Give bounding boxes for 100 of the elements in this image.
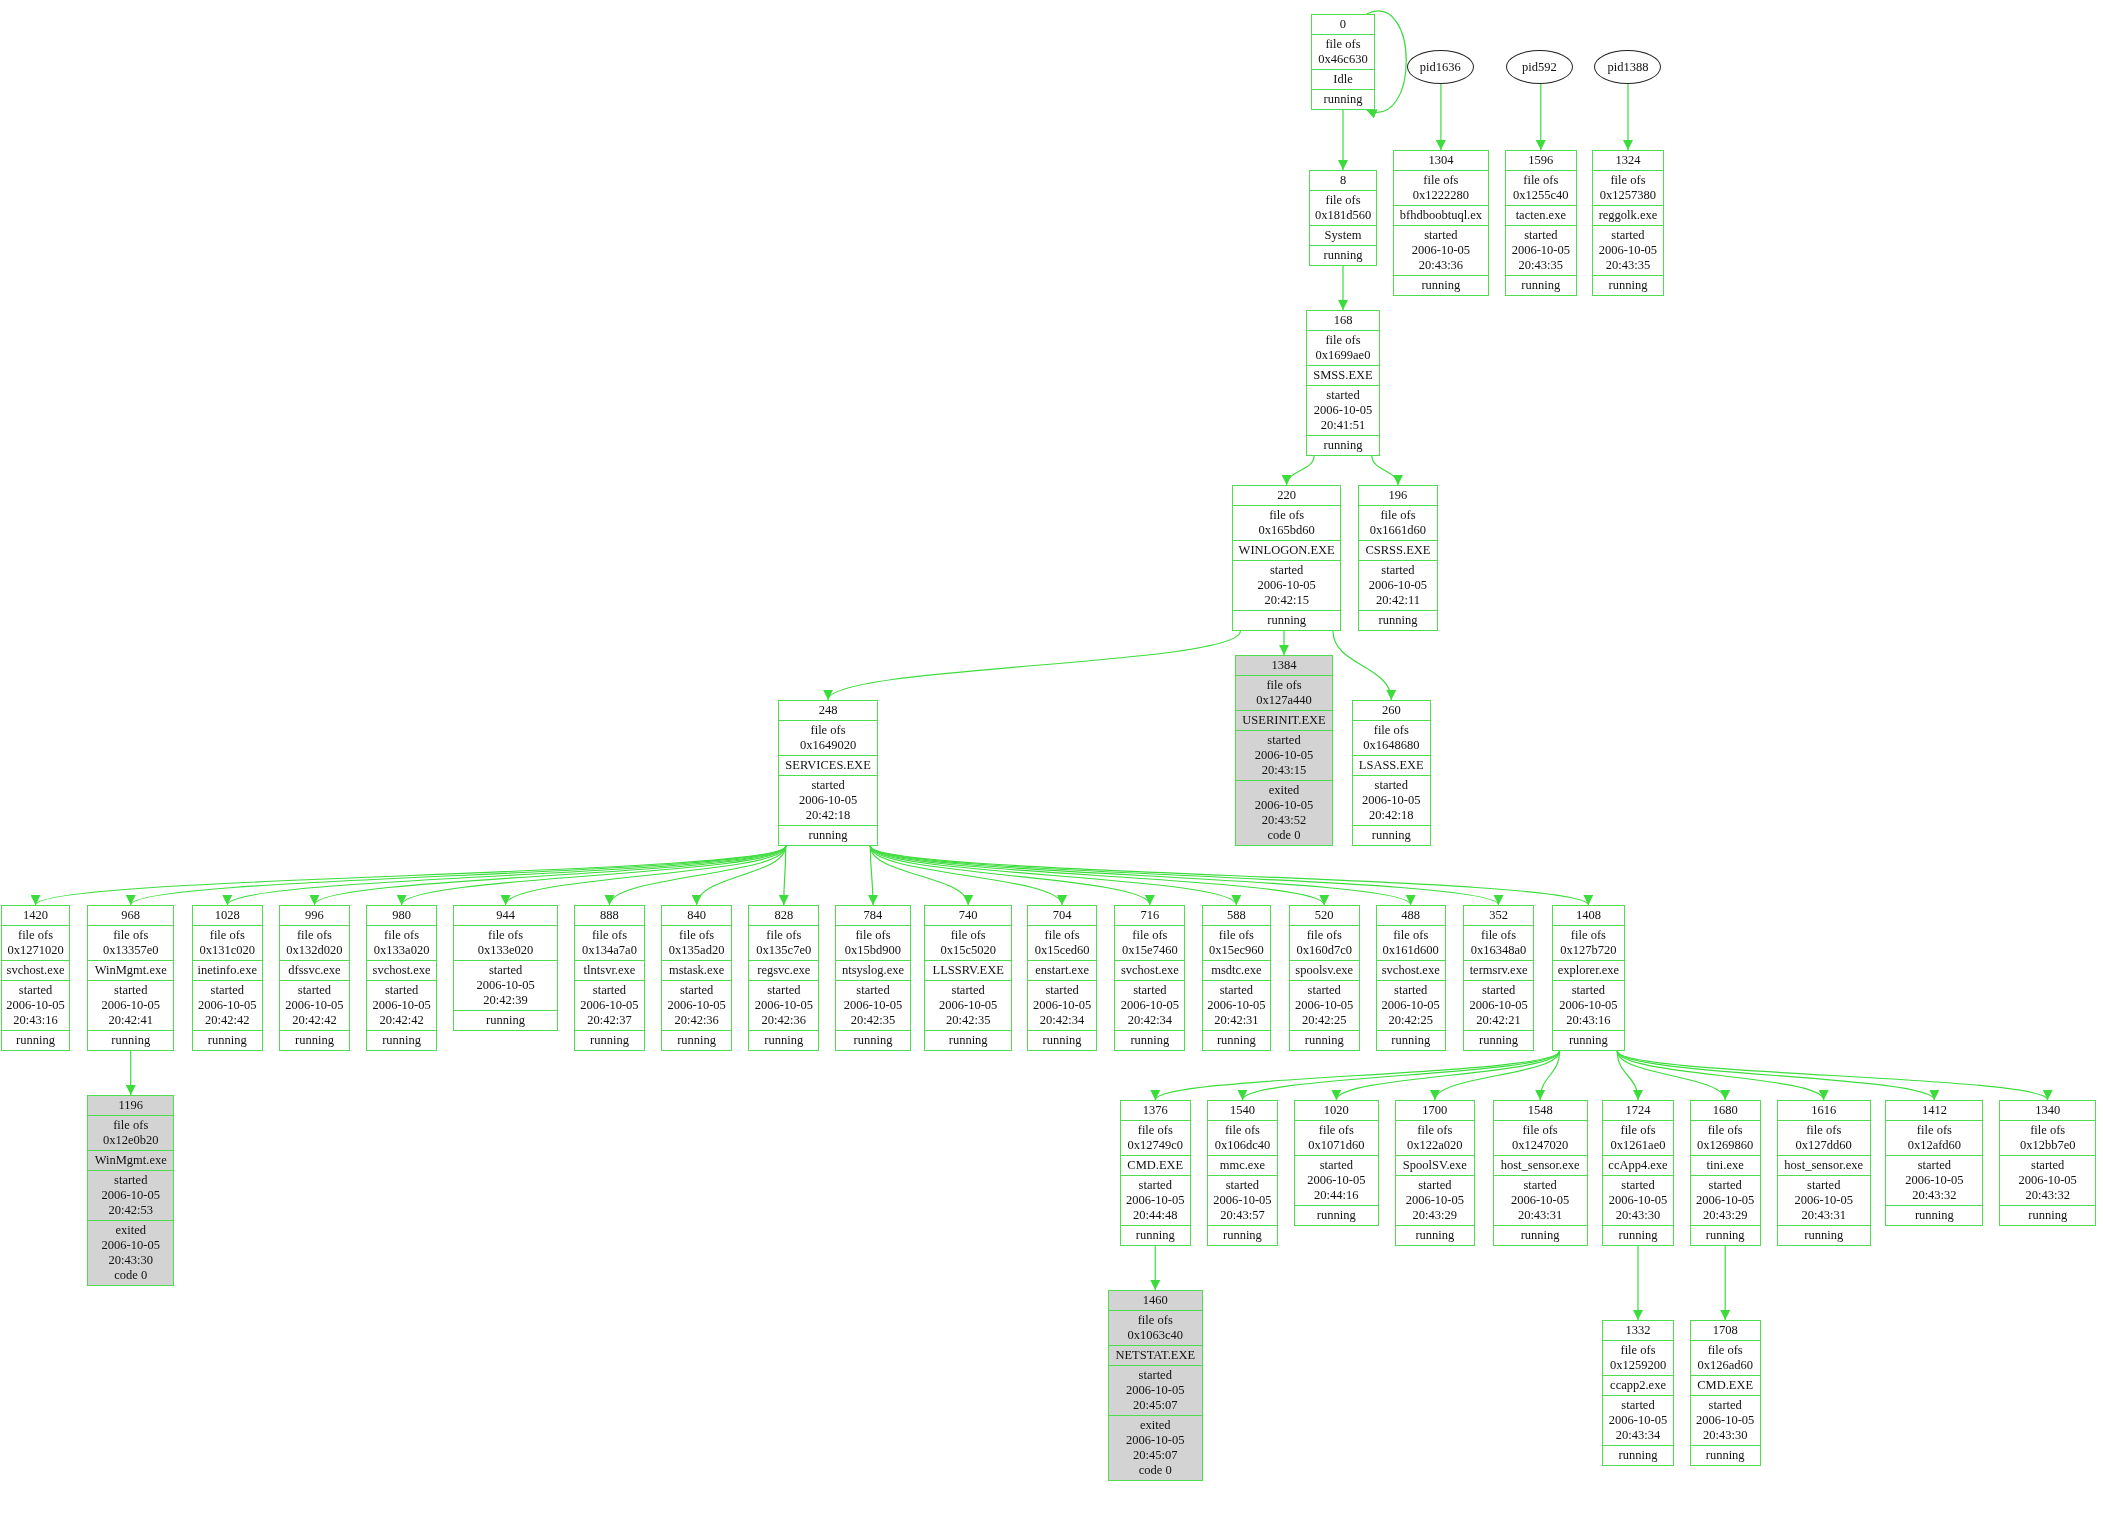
record-field: CMD.EXE <box>1127 1158 1184 1173</box>
record-field: file ofs 0x135ad20 <box>664 928 730 958</box>
record-field: running <box>1705 1228 1745 1243</box>
process-record <box>1201 905 1272 1051</box>
record-field: running <box>1520 1228 1560 1243</box>
record-field: file ofs 0x15ec960 <box>1204 928 1269 958</box>
record-field: started 2006-10-05 20:42:39 <box>471 963 540 1008</box>
process-record <box>1288 905 1360 1051</box>
arrow <box>1150 1245 1161 1291</box>
record-field: running <box>1216 1033 1256 1048</box>
record-field: file ofs 0x1222280 <box>1406 173 1475 203</box>
record-field: running <box>1130 1033 1170 1048</box>
record-field: ntsyslog.exe <box>841 963 905 978</box>
record-field: started 2006-10-05 20:43:35 <box>1507 228 1574 273</box>
record-field: dfssvc.exe <box>288 963 341 978</box>
record-field: 1020 <box>1323 1103 1349 1118</box>
record-field: file ofs 0x126ad60 <box>1692 1343 1758 1373</box>
record-field: 220 <box>1277 488 1297 503</box>
record-field: 704 <box>1052 908 1072 923</box>
process-record <box>1311 14 1375 110</box>
record-field: started 2006-10-05 20:42:36 <box>664 983 730 1028</box>
record-field: started 2006-10-05 20:43:31 <box>1789 1178 1858 1223</box>
record-field: file ofs 0x133a020 <box>369 928 435 958</box>
record-field: exited 2006-10-05 20:43:30 code 0 <box>96 1223 165 1283</box>
record-field: ccApp4.exe <box>1608 1158 1668 1173</box>
record-field: running <box>1618 1448 1658 1463</box>
arrow <box>1622 83 1633 151</box>
record-field: running <box>1391 1033 1431 1048</box>
node-label: pid1388 <box>1607 59 1649 75</box>
record-field: 828 <box>774 908 794 923</box>
record-field: 840 <box>687 908 706 923</box>
arrow <box>1332 630 1395 701</box>
record-field: file ofs 0x1257380 <box>1594 173 1662 203</box>
record-field: started 2006-10-05 20:42:31 <box>1204 983 1269 1028</box>
record-field: file ofs 0x12e0b20 <box>96 1118 165 1148</box>
process-record <box>1206 1100 1278 1246</box>
process-record <box>661 905 733 1051</box>
record-field: running <box>1135 1228 1175 1243</box>
record-field: started 2006-10-05 20:43:32 <box>1900 1158 1969 1203</box>
record-field: explorer.exe <box>1557 963 1620 978</box>
record-field: running <box>1316 1208 1356 1223</box>
record-field: 1384 <box>1271 658 1297 673</box>
record-field: bfhdboobtuql.ex <box>1399 208 1483 223</box>
record-field: running <box>111 1033 151 1048</box>
record-field: 740 <box>958 908 978 923</box>
record-field: running <box>808 828 848 843</box>
process-record <box>1235 655 1333 846</box>
record-field: file ofs 0x1271020 <box>4 928 67 958</box>
process-record <box>1375 905 1446 1051</box>
record-field: svchost.exe <box>6 963 65 978</box>
record-field: started 2006-10-05 20:43:15 <box>1250 733 1318 778</box>
record-field: 1596 <box>1528 153 1554 168</box>
process-record <box>191 905 263 1051</box>
process-record <box>87 905 175 1051</box>
record-field: 1332 <box>1625 1323 1651 1338</box>
record-field: started 2006-10-05 20:41:51 <box>1309 388 1377 433</box>
record-field: file ofs 0x1649020 <box>794 723 863 753</box>
record-field: 196 <box>1388 488 1408 503</box>
record-field: file ofs 0x134a7a0 <box>576 928 642 958</box>
record-field: WINLOGON.EXE <box>1238 543 1335 558</box>
record-field: 944 <box>496 908 515 923</box>
record-field: started 2006-10-05 20:45:07 <box>1121 1368 1190 1413</box>
record-field: 168 <box>1333 313 1353 328</box>
process-record <box>1114 905 1186 1051</box>
record-field: 1340 <box>2035 1103 2061 1118</box>
record-field: 0 <box>1339 17 1347 32</box>
record-field: running <box>948 1033 988 1048</box>
record-field: started 2006-10-05 20:44:16 <box>1302 1158 1371 1203</box>
record-field: started 2006-10-05 20:43:35 <box>1594 228 1662 273</box>
record-field: started 2006-10-05 20:43:16 <box>1554 983 1623 1028</box>
record-field: WinMgmt.exe <box>94 963 167 978</box>
process-record <box>1504 150 1577 296</box>
record-field: running <box>1415 1228 1455 1243</box>
record-field: started 2006-10-05 20:42:42 <box>194 983 260 1028</box>
record-field: started 2006-10-05 20:43:29 <box>1400 1178 1469 1223</box>
record-field: file ofs 0x15c5020 <box>934 928 1003 958</box>
record-field: SMSS.EXE <box>1313 368 1373 383</box>
record-field: 248 <box>818 703 838 718</box>
record-field: file ofs 0x1259200 <box>1605 1343 1671 1373</box>
record-field: file ofs 0x127dd60 <box>1789 1123 1858 1153</box>
record-field: running <box>16 1033 55 1048</box>
process-ellipse <box>1406 50 1474 84</box>
record-field: started 2006-10-05 20:42:41 <box>96 983 165 1028</box>
record-field: svchost.exe <box>372 963 431 978</box>
record-field: 968 <box>121 908 141 923</box>
record-field: running <box>677 1033 717 1048</box>
record-field: started 2006-10-05 20:42:25 <box>1291 983 1357 1028</box>
process-record <box>453 905 558 1031</box>
record-field: started 2006-10-05 20:43:34 <box>1605 1398 1671 1443</box>
record-field: enstart.exe <box>1035 963 1089 978</box>
record-field: started 2006-10-05 20:42:18 <box>794 778 863 823</box>
record-field: 1700 <box>1422 1103 1448 1118</box>
record-field: ccapp2.exe <box>1610 1378 1666 1393</box>
record-field: file ofs 0x46c630 <box>1314 37 1372 67</box>
process-record <box>366 905 438 1051</box>
record-field: 1376 <box>1142 1103 1168 1118</box>
node-label: pid1636 <box>1419 59 1461 75</box>
record-field: 1412 <box>1921 1103 1947 1118</box>
record-field: 260 <box>1381 703 1401 718</box>
record-field: 1724 <box>1625 1103 1651 1118</box>
